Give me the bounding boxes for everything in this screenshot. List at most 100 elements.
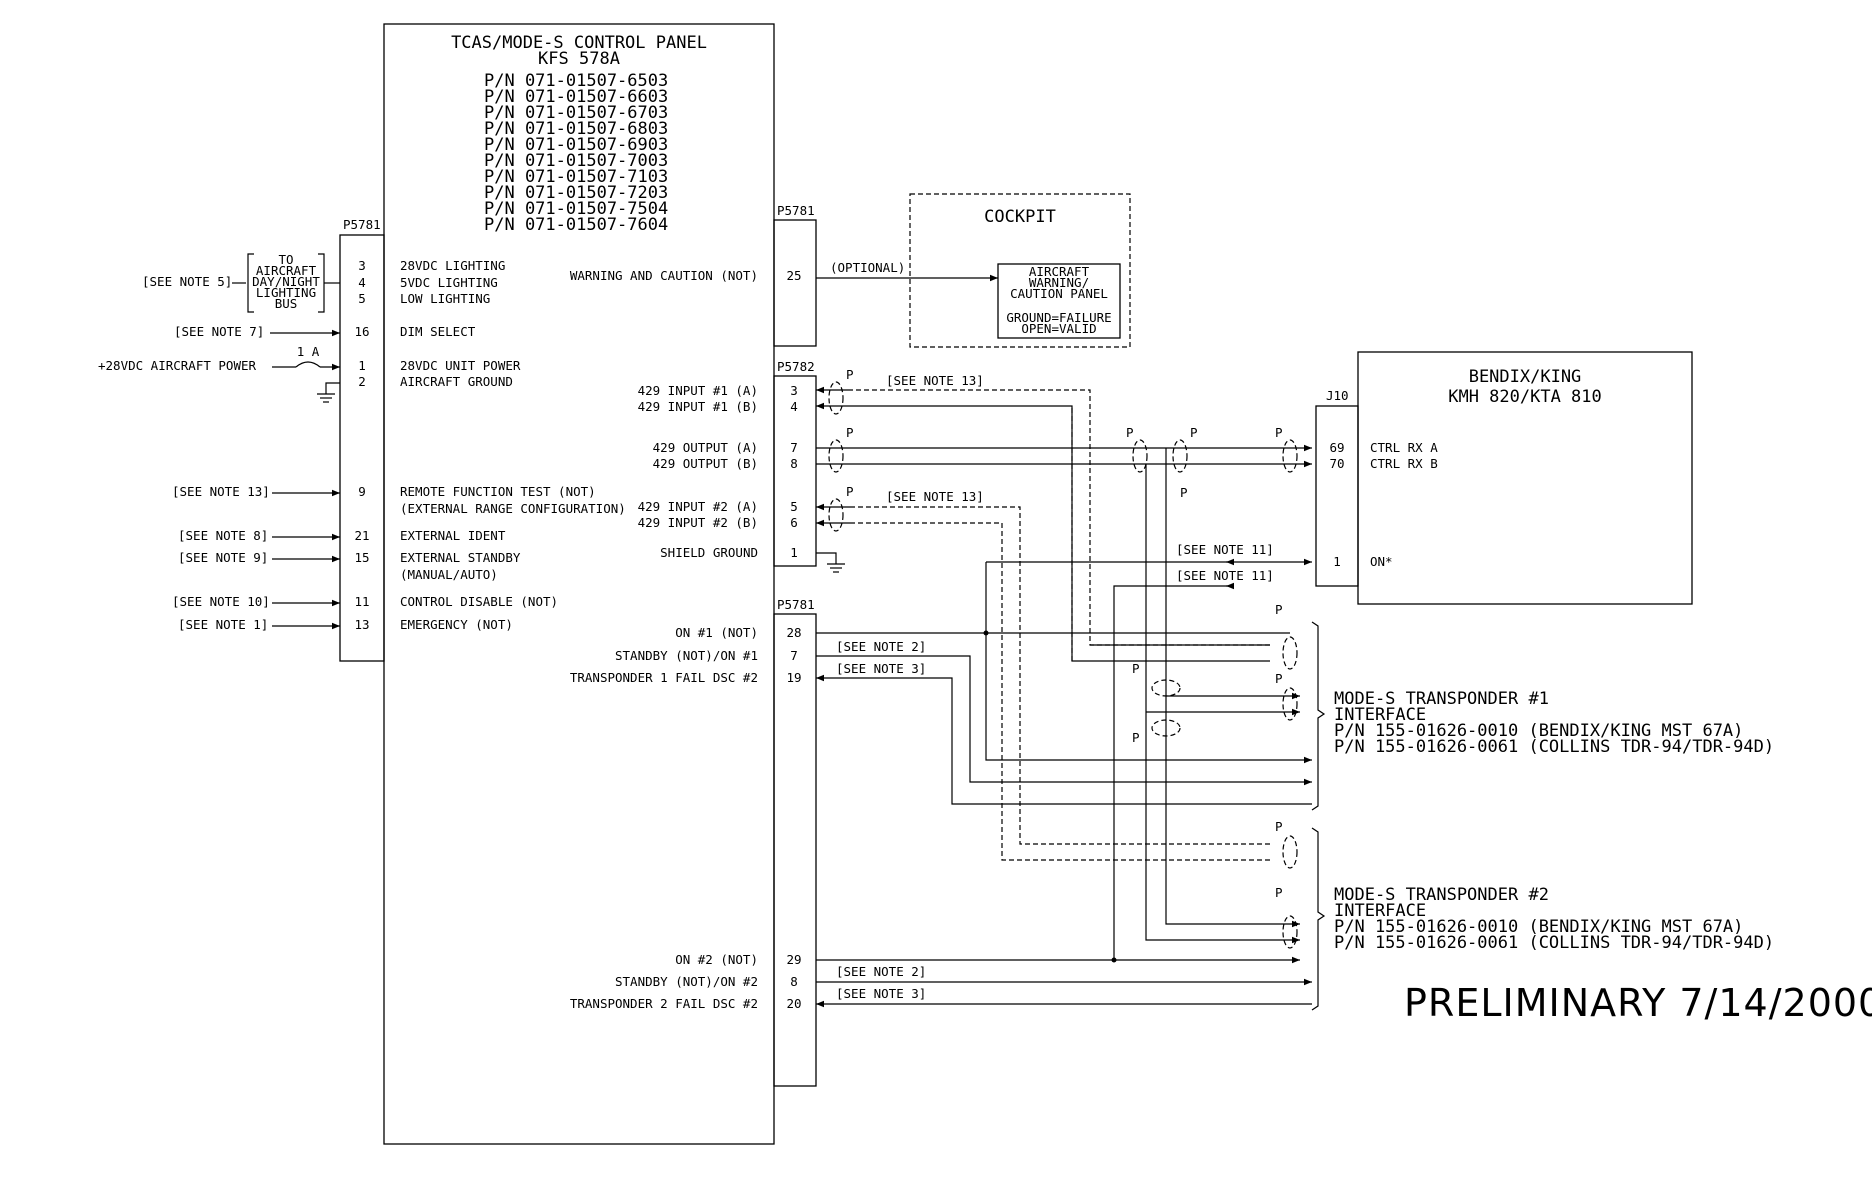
note-reference: [SEE NOTE 8] [178, 528, 268, 543]
part-number: P/N 071-01507-6603 [484, 87, 668, 107]
pin-label: 429 INPUT #2 (A) [638, 499, 758, 514]
note-reference: [SEE NOTE 1] [178, 617, 268, 632]
pin-number: 8 [790, 456, 798, 471]
pin-label: DIM SELECT [400, 324, 476, 339]
pin-label: CTRL RX B [1370, 456, 1438, 471]
ground-symbol [317, 393, 335, 403]
part-number: P/N 155-01626-0010 (BENDIX/KING MST 67A) [1334, 721, 1743, 741]
transponder-title: MODE-S TRANSPONDER #1 [1334, 689, 1549, 709]
pin-label: WARNING AND CAUTION (NOT) [570, 268, 758, 283]
bendix-king-unit: J10 BENDIX/KING KMH 820/KTA 810 69 70 1 … [1315, 351, 1693, 605]
pin-number: 1 [358, 358, 366, 373]
part-number: P/N 071-01507-6703 [484, 103, 668, 123]
pin-label: ON #2 (NOT) [675, 952, 758, 967]
shield-label: P [846, 367, 854, 382]
note-reference: [SEE NOTE 10] [172, 594, 270, 609]
pin-label: EXTERNAL STANDBY [400, 550, 521, 565]
pin-number: 11 [354, 594, 369, 609]
cockpit-title: COCKPIT [984, 207, 1056, 227]
pin-label: ON* [1370, 554, 1393, 569]
arinc-429-wiring: [SEE NOTE 13] [SEE NOTE 13] [816, 373, 1312, 944]
transponder-title: MODE-S TRANSPONDER #2 [1334, 885, 1549, 905]
pin-number: 69 [1329, 440, 1344, 455]
shield-label: P [846, 425, 854, 440]
transponder-subtitle: INTERFACE [1334, 901, 1426, 921]
bus-label: DAY/NIGHT [252, 274, 320, 289]
pin-label: LOW LIGHTING [400, 291, 490, 306]
transponder-brackets [1311, 621, 1326, 1011]
part-number: P/N 071-01507-7504 [484, 199, 668, 219]
part-number: P/N 071-01507-7604 [484, 215, 668, 235]
part-number: P/N 071-01507-7203 [484, 183, 668, 203]
part-number-list: P/N 071-01507-6503 P/N 071-01507-6603 P/… [484, 71, 668, 235]
pin-sublabel: (MANUAL/AUTO) [400, 567, 498, 582]
pin-number: 25 [786, 268, 801, 283]
panel-label: CAUTION PANEL [1010, 286, 1108, 301]
shield-label: P [1275, 602, 1283, 617]
part-number: P/N 071-01507-6503 [484, 71, 668, 91]
part-number: P/N 155-01626-0061 (COLLINS TDR-94/TDR-9… [1334, 933, 1774, 953]
connector-label: P5781 [777, 203, 815, 218]
pin-label: 5VDC LIGHTING [400, 275, 498, 290]
connector-label: P5781 [777, 597, 815, 612]
cockpit-box: COCKPIT AIRCRAFT WARNING/ CAUTION PANEL … [909, 193, 1131, 348]
pin-label: TRANSPONDER 2 FAIL DSC #2 [570, 996, 758, 1011]
shield-label: P [1132, 730, 1140, 745]
pin-number: 16 [354, 324, 369, 339]
pin-number: 21 [354, 528, 369, 543]
shield-label: P [1126, 425, 1134, 440]
pin-label: AIRCRAFT GROUND [400, 374, 513, 389]
fuse-symbol [295, 361, 321, 368]
pin-number: 15 [354, 550, 369, 565]
pin-number: 5 [358, 291, 366, 306]
transponder-2: MODE-S TRANSPONDER #2 INTERFACE P/N 155-… [1334, 885, 1774, 953]
pin-number: 2 [358, 374, 366, 389]
pin-number: 70 [1329, 456, 1344, 471]
pin-number: 1 [1333, 554, 1341, 569]
pin-number: 13 [354, 617, 369, 632]
power-source-label: +28VDC AIRCRAFT POWER [98, 358, 257, 373]
pin-number: 20 [786, 996, 801, 1011]
pin-label: 429 INPUT #1 (A) [638, 383, 758, 398]
pin-label: ON #1 (NOT) [675, 625, 758, 640]
shield-label: P [1190, 425, 1198, 440]
left-inputs: [SEE NOTE 7] +28VDC AIRCRAFT POWER 1 A [… [98, 324, 340, 632]
note-reference: [SEE NOTE 5] [142, 274, 232, 289]
bendix-title: BENDIX/KING [1469, 367, 1582, 387]
panel-legend: OPEN=VALID [1021, 321, 1096, 336]
connector-label: P5782 [777, 359, 815, 374]
transponder-1: MODE-S TRANSPONDER #1 INTERFACE P/N 155-… [1334, 689, 1774, 757]
note-reference: [SEE NOTE 2] [836, 964, 926, 979]
pin-label: STANDBY (NOT)/ON #2 [615, 974, 758, 989]
pin-number: 3 [358, 258, 366, 273]
pin-number: 29 [786, 952, 801, 967]
part-number: P/N 155-01626-0010 (BENDIX/KING MST 67A) [1334, 917, 1743, 937]
control-panel-model: KFS 578A [538, 49, 620, 69]
pin-label: SHIELD GROUND [660, 545, 758, 560]
pin-number: 3 [790, 383, 798, 398]
left-connector: P5781 [339, 217, 385, 662]
shield-symbols: P P P P P P P P P P P P P [828, 367, 1298, 949]
pin-number: 1 [790, 545, 798, 560]
shield-label: P [846, 484, 854, 499]
panel-label: WARNING/ [1029, 275, 1089, 290]
note-reference: [SEE NOTE 11] [1176, 542, 1274, 557]
preliminary-stamp: PRELIMINARY 7/14/2000 [1404, 981, 1872, 1025]
fuse-rating: 1 A [297, 344, 320, 359]
left-pin-labels: 28VDC LIGHTING 5VDC LIGHTING LOW LIGHTIN… [400, 258, 626, 632]
connector-label: J10 [1326, 388, 1349, 403]
pin-label: 429 OUTPUT (A) [653, 440, 758, 455]
pin-number: 7 [790, 440, 798, 455]
panel-legend: GROUND=FAILURE [1006, 310, 1111, 325]
pin-label: CTRL RX A [1370, 440, 1438, 455]
lighting-bus: [SEE NOTE 5] TO AIRCRAFT DAY/NIGHT LIGHT… [142, 252, 340, 313]
connector-label: P5781 [343, 217, 381, 232]
pin-label: 429 OUTPUT (B) [653, 456, 758, 471]
part-number: P/N 071-01507-6903 [484, 135, 668, 155]
pin-number: 9 [358, 484, 366, 499]
right-pin-numbers: 25 3 4 7 8 5 6 1 28 7 19 29 8 20 [786, 268, 801, 1011]
optional-label: (OPTIONAL) [830, 260, 905, 275]
discrete-wiring: [SEE NOTE 11] [SEE NOTE 11] [SEE NOTE 2]… [816, 542, 1312, 1008]
